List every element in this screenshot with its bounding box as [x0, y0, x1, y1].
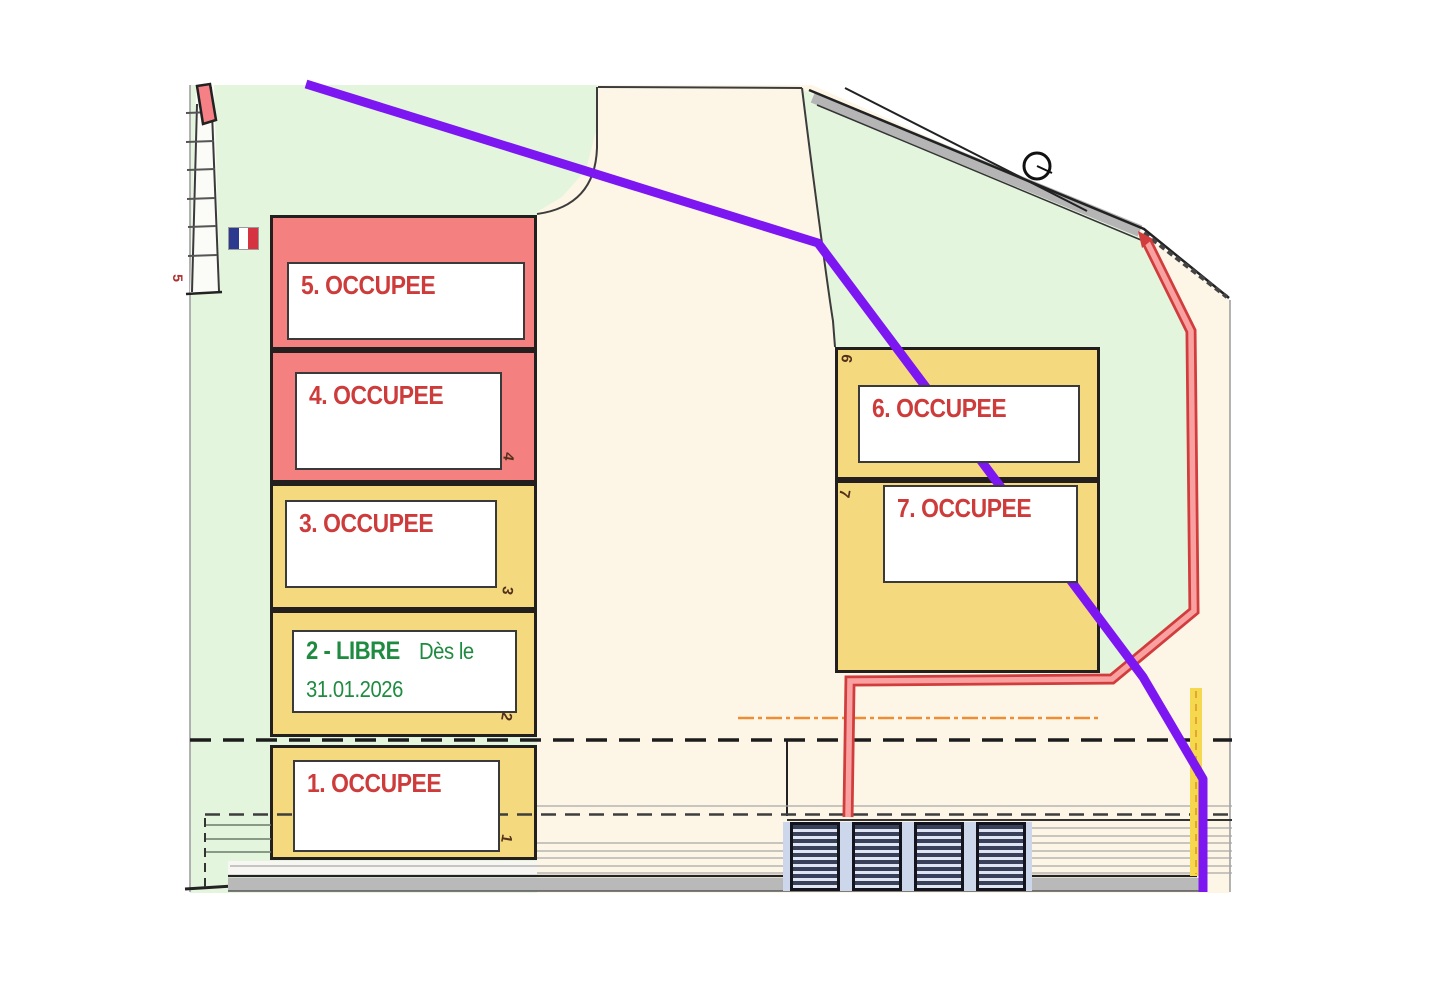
red-pipeline-inner	[845, 238, 1197, 818]
plot-1-status-text: 1. OCCUPEE	[307, 768, 442, 798]
plot-2-availability-text: Dès le	[419, 638, 474, 664]
parking-block-3	[914, 822, 964, 891]
boundary-curve-right	[801, 87, 836, 348]
pink-strip-marker	[195, 82, 218, 126]
stairs-base-line	[185, 290, 223, 296]
plot-6-status-text: 6. OCCUPEE	[872, 393, 1007, 423]
access-road	[810, 91, 1143, 237]
boundary-curve-left	[536, 87, 598, 215]
parking-bay-lines	[205, 824, 271, 853]
access-road-edge-bottom	[816, 104, 1142, 241]
road-parallel-line	[844, 87, 1088, 212]
plot-7-status-text: 7. OCCUPEE	[897, 493, 1032, 523]
plot-1-label: 1. OCCUPEE	[293, 760, 500, 852]
parking-blocks-band	[783, 822, 1032, 891]
plot-2-status-text: 2 - LIBRE	[306, 637, 400, 665]
plot-4-label: 4. OCCUPEE	[295, 372, 502, 470]
plot-5-label: 5. OCCUPEE	[287, 262, 525, 340]
plot-7-label: 7. OCCUPEE	[883, 485, 1078, 583]
road-hatched-segment	[1142, 231, 1229, 299]
purple-utility-line	[304, 79, 1208, 892]
road-shoulder	[228, 861, 537, 876]
france-flag-icon	[228, 227, 259, 250]
plot-4-status-text: 4. OCCUPEE	[309, 380, 444, 410]
flag-red-band	[248, 228, 258, 249]
stairs-rungs	[185, 111, 218, 257]
flag-white-band	[239, 228, 248, 249]
red-pipeline-arrow	[1138, 231, 1153, 248]
plot-3-label: 3. OCCUPEE	[285, 500, 497, 588]
flag-blue-band	[229, 228, 239, 249]
plot-3-status-text: 3. OCCUPEE	[299, 508, 434, 538]
plot-5-status-text: 5. OCCUPEE	[301, 270, 436, 300]
parking-block-4	[976, 822, 1026, 891]
boundary-top-line	[597, 86, 803, 89]
parking-block-2	[852, 822, 902, 891]
roundabout-tick	[1036, 165, 1053, 174]
road-strip	[228, 878, 1205, 891]
plot-6-label: 6. OCCUPEE	[858, 385, 1080, 463]
plot-5-edge-number: 5	[169, 274, 186, 282]
plan-corner-line	[184, 884, 234, 891]
plot-2-label: 2 - LIBRE Dès le 31.01.2026	[292, 630, 517, 713]
plot-2-date-text: 31.01.2026	[306, 676, 403, 702]
parking-block-1	[790, 822, 840, 891]
